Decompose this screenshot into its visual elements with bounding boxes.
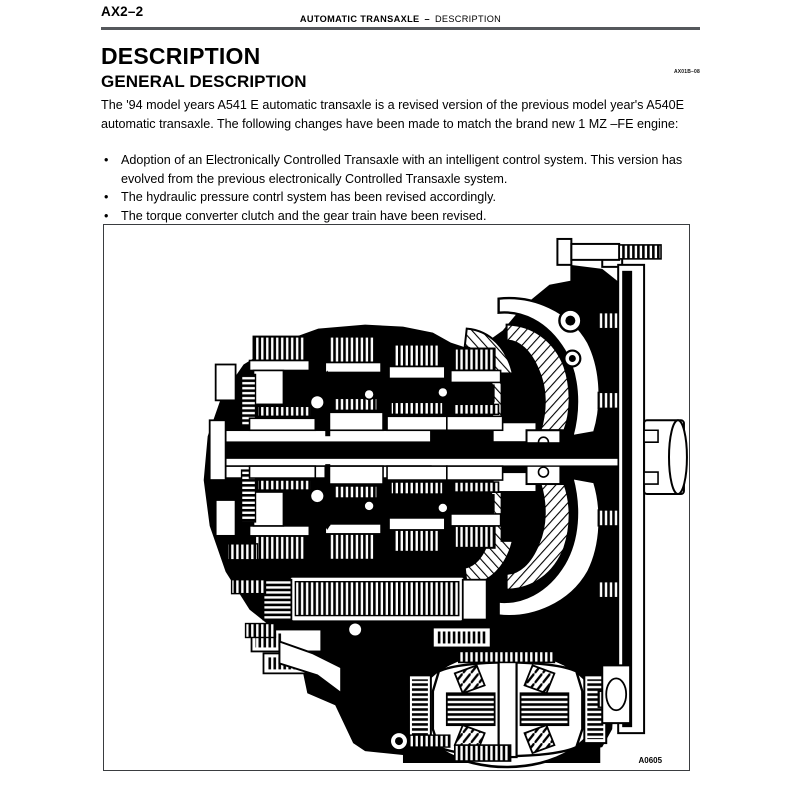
differential-assembly bbox=[398, 650, 608, 769]
counter-drive-gear bbox=[262, 567, 488, 638]
bullet-marker-icon: • bbox=[104, 153, 109, 167]
header-subsection: DESCRIPTION bbox=[435, 14, 502, 24]
list-item: • The hydraulic pressure contrl system h… bbox=[101, 188, 689, 207]
document-reference-code: AX01B–08 bbox=[673, 69, 700, 75]
list-item: • The torque converter clutch and the ge… bbox=[101, 207, 689, 226]
list-item-text: The hydraulic pressure contrl system has… bbox=[121, 190, 496, 205]
output-shaft-stub bbox=[643, 419, 688, 496]
planetary-gear-train-lower bbox=[240, 465, 504, 561]
header-separator: – bbox=[424, 14, 430, 24]
page-title: DESCRIPTION bbox=[101, 43, 261, 69]
figure-reference-code: A0605 bbox=[639, 756, 663, 765]
list-item-text: The torque converter clutch and the gear… bbox=[121, 208, 487, 223]
planetary-gear-train-upper bbox=[240, 335, 504, 432]
left-case-detail bbox=[208, 363, 277, 639]
bullet-marker-icon: • bbox=[104, 190, 109, 205]
differential-bearing-left bbox=[398, 674, 432, 745]
running-header: AUTOMATIC TRANSAXLE–DESCRIPTION bbox=[0, 14, 801, 24]
transaxle-drawing: A0605 bbox=[104, 225, 689, 770]
bullet-marker-icon: • bbox=[104, 208, 109, 223]
input-shaft bbox=[223, 442, 619, 457]
changes-list: • Adoption of an Electronically Controll… bbox=[101, 151, 689, 225]
page-number: AX2–2 bbox=[101, 4, 144, 19]
section-heading: GENERAL DESCRIPTION bbox=[101, 72, 307, 91]
torque-converter-assembly bbox=[463, 296, 601, 618]
list-item: • Adoption of an Electronically Controll… bbox=[101, 151, 689, 188]
list-item-text: Adoption of an Electronically Controlled… bbox=[121, 153, 683, 186]
case-bolt-lower bbox=[389, 731, 451, 752]
housing-bolt-detail bbox=[556, 237, 662, 266]
header-divider-rule bbox=[101, 27, 700, 30]
header-section: AUTOMATIC TRANSAXLE bbox=[299, 14, 420, 24]
intro-paragraph: The '94 model years A541 E automatic tra… bbox=[101, 98, 685, 131]
transaxle-cross-section-figure: A0605 bbox=[103, 224, 690, 771]
